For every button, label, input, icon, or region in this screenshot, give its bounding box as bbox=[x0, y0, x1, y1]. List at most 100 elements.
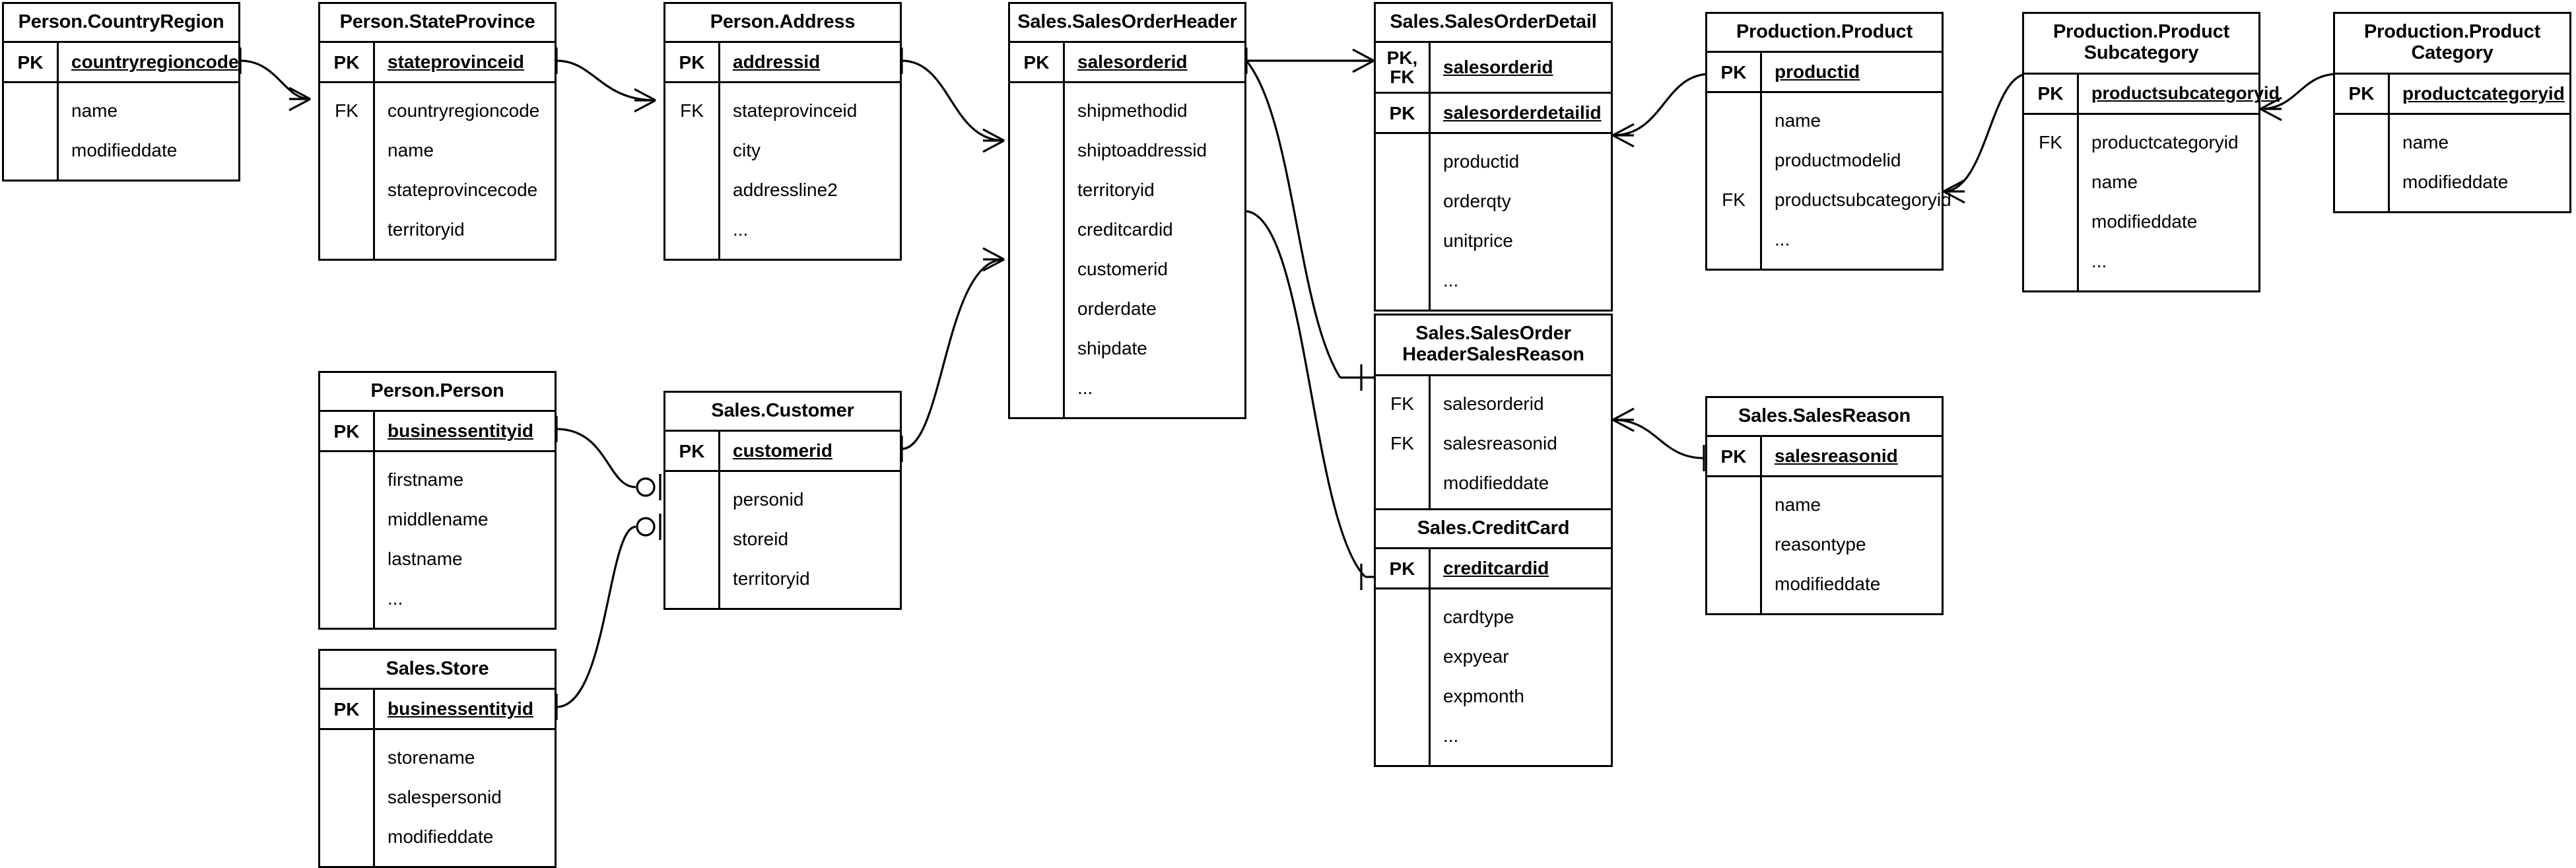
field-name: customerid bbox=[1077, 259, 1168, 280]
attribute-list: FK name productmodelid productsubcategor… bbox=[1707, 93, 1951, 269]
entity-body: PK customerid personid storeid territory… bbox=[665, 432, 900, 609]
entity-production-productcategory[interactable]: Production.Product Category PK productca… bbox=[2333, 12, 2571, 213]
field-name: modifieddate bbox=[388, 826, 494, 848]
entity-sales-salesorderheader[interactable]: Sales.SalesOrderHeader PK salesorderid bbox=[1008, 2, 1246, 420]
pk-row[interactable]: PK businessentityid bbox=[320, 690, 555, 731]
field-name: productcategoryid bbox=[2091, 131, 2239, 152]
key-column bbox=[320, 730, 375, 867]
link-store-customer bbox=[555, 514, 661, 720]
pk-row[interactable]: PK customerid bbox=[665, 432, 900, 473]
entity-title: Production.Product Category bbox=[2335, 14, 2569, 75]
pk-row[interactable]: PK businessentityid bbox=[320, 412, 555, 453]
entity-body: PK countryregioncode name modifieddate bbox=[4, 43, 239, 180]
attribute-list: firstname middlename lastname ... bbox=[320, 452, 555, 628]
link-customer-salesorderheader bbox=[900, 247, 1005, 462]
pk-row[interactable]: PK, FK salesorderid bbox=[1376, 43, 1611, 94]
field-name: name bbox=[388, 140, 434, 161]
key-badge: FK bbox=[2039, 131, 2062, 152]
entity-sales-salesreason[interactable]: Sales.SalesReason PK salesreasonid name … bbox=[1705, 396, 1944, 616]
link-product-productsubcategory bbox=[1943, 61, 2029, 204]
field-name: name bbox=[71, 100, 118, 121]
pk-row[interactable]: PK creditcardid bbox=[1376, 549, 1611, 590]
field-name: modifieddate bbox=[2402, 171, 2509, 192]
field-name: salesorderdetailid bbox=[1443, 102, 1602, 123]
key-badge bbox=[320, 210, 373, 250]
pk-row[interactable]: PK salesorderid bbox=[1010, 43, 1244, 84]
entity-person-countryregion[interactable]: Person.CountryRegion PK countryregioncod… bbox=[2, 2, 240, 182]
entity-body: PK stateprovinceid FK countryregioncode … bbox=[320, 43, 555, 259]
entity-body: PK salesorderid ship bbox=[1010, 43, 1244, 418]
key-badge bbox=[665, 170, 718, 210]
key-badge bbox=[4, 131, 57, 170]
entity-body: PK addressid FK stateprovinceid city add… bbox=[665, 43, 900, 259]
field-name: name bbox=[2402, 131, 2449, 152]
attribute-list: name modifieddate bbox=[2335, 114, 2569, 211]
field-name: countryregioncode bbox=[388, 100, 540, 121]
field-name: territoryid bbox=[733, 568, 810, 589]
field-name: creditcardid bbox=[1077, 219, 1173, 240]
link-salesorderdetail-product bbox=[1612, 61, 1712, 148]
field-name: storeid bbox=[733, 529, 789, 550]
field-name: productsubcategoryid bbox=[2091, 83, 2280, 104]
name-column: countryregioncode name stateprovincecode… bbox=[375, 83, 555, 259]
key-badge bbox=[1376, 142, 1429, 182]
key-badge bbox=[1707, 564, 1760, 604]
key-badge bbox=[1010, 250, 1063, 289]
entity-body: FK FK salesorderid salesreasonid modifie… bbox=[1376, 376, 1611, 512]
entity-body: PK productcategoryid name modifieddate bbox=[2335, 74, 2569, 211]
key-badge: PK bbox=[4, 43, 59, 82]
pk-row[interactable]: PK productid bbox=[1707, 53, 1942, 94]
entity-title: Person.StateProvince bbox=[320, 4, 555, 44]
key-badge: PK bbox=[1376, 549, 1431, 588]
entity-sales-customer[interactable]: Sales.Customer PK customerid personid st… bbox=[663, 391, 902, 611]
attribute-list: FK FK salesorderid salesreasonid modifie… bbox=[1376, 376, 1611, 512]
key-column bbox=[320, 452, 375, 628]
pk-row[interactable]: PK salesreasonid bbox=[1707, 437, 1942, 478]
field-name: orderqty bbox=[1443, 191, 1511, 212]
key-badge bbox=[1376, 677, 1429, 716]
key-column bbox=[665, 472, 720, 609]
entity-sales-salesorderdetail[interactable]: Sales.SalesOrderDetail PK, FK salesorder… bbox=[1374, 2, 1613, 312]
entity-body: PK, FK salesorderid PK salesorderdetaili… bbox=[1376, 43, 1611, 310]
name-column: productcategoryid name modifieddate ... bbox=[2079, 115, 2258, 290]
entity-sales-creditcard[interactable]: Sales.CreditCard PK creditcardid cardtyp… bbox=[1374, 508, 1613, 768]
pk-row[interactable]: PK productsubcategoryid bbox=[2024, 74, 2280, 115]
field-name: territoryid bbox=[1077, 180, 1155, 201]
key-badge bbox=[1376, 182, 1429, 221]
key-badge bbox=[1010, 91, 1063, 131]
key-badge bbox=[1707, 525, 1760, 564]
entity-production-product[interactable]: Production.Product PK productid FK name bbox=[1705, 12, 1951, 271]
field-name: productsubcategoryid bbox=[1775, 189, 1951, 211]
key-badge bbox=[1707, 141, 1760, 180]
key-badge: FK bbox=[680, 100, 704, 121]
field-name: businessentityid bbox=[388, 698, 533, 719]
name-column: salesorderid salesreasonid modifieddate bbox=[1431, 376, 1611, 512]
link-stateprovince-address bbox=[555, 48, 656, 113]
key-badge bbox=[1010, 289, 1063, 329]
entity-sales-store[interactable]: Sales.Store PK businessentityid storenam… bbox=[318, 649, 557, 868]
key-badge: PK bbox=[2335, 74, 2390, 113]
entity-sales-salesorderheadersalesreason[interactable]: Sales.SalesOrder HeaderSalesReason FK FK… bbox=[1374, 314, 1613, 514]
key-badge: PK bbox=[1707, 437, 1762, 476]
field-name: productmodelid bbox=[1775, 150, 1901, 171]
entity-person-address[interactable]: Person.Address PK addressid FK stateprov… bbox=[663, 2, 902, 261]
entity-production-productsubcategory[interactable]: Production.Product Subcategory PK produc… bbox=[2022, 12, 2280, 292]
entity-body: PK productsubcategoryid FK productcatego… bbox=[2024, 74, 2280, 290]
entity-title: Production.Product bbox=[1707, 14, 1942, 53]
key-column bbox=[1376, 134, 1431, 310]
entity-title: Person.Address bbox=[665, 4, 900, 44]
link-person-customer bbox=[555, 416, 661, 500]
pk-row[interactable]: PK salesorderdetailid bbox=[1376, 94, 1611, 135]
key-badge bbox=[2024, 162, 2077, 202]
pk-row[interactable]: PK countryregioncode bbox=[4, 43, 239, 84]
name-column: name modifieddate bbox=[59, 83, 238, 180]
field-name: salesorderid bbox=[1443, 393, 1544, 414]
entity-person-stateprovince[interactable]: Person.StateProvince PK stateprovinceid … bbox=[318, 2, 557, 261]
entity-body: PK businessentityid firstname middlename… bbox=[320, 412, 555, 628]
pk-row[interactable]: PK stateprovinceid bbox=[320, 43, 555, 84]
entity-person-person[interactable]: Person.Person PK businessentityid firstn… bbox=[318, 371, 557, 630]
pk-row[interactable]: PK addressid bbox=[665, 43, 900, 84]
key-badge bbox=[1376, 221, 1429, 261]
pk-row[interactable]: PK productcategoryid bbox=[2335, 74, 2569, 115]
field-name: productid bbox=[1443, 151, 1520, 172]
